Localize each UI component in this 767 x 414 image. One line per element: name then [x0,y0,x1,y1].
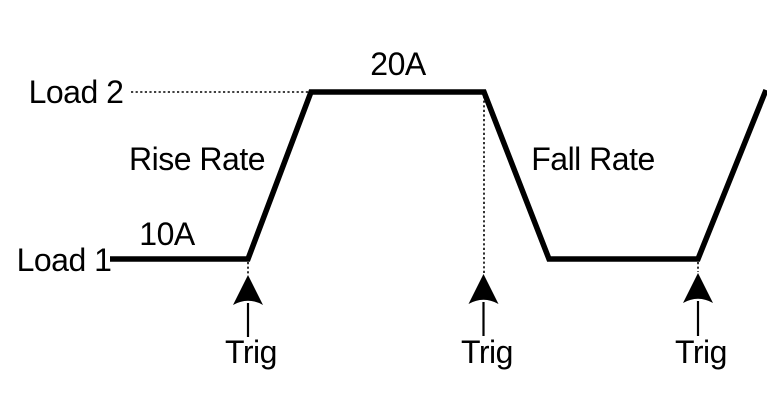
trig-label-3: Trig [675,334,727,370]
trig-arrow-1-head-icon [233,275,263,305]
current-waveform-line [110,88,767,262]
trig-arrow-2-head-icon [468,274,499,304]
trig-arrow-3-head-icon [683,273,713,303]
fall-rate-label: Fall Rate [531,141,655,177]
trig-label-2: Trig [461,334,513,370]
rise-rate-label: Rise Rate [129,141,266,177]
trig-label-1: Trig [225,334,277,370]
load2-label: Load 2 [28,74,124,110]
trig-arrow-3 [683,273,713,336]
high-current-value-label: 20A [370,46,426,82]
trig-arrow-2 [468,274,499,336]
low-current-value-label: 10A [139,216,195,252]
load1-label: Load 1 [16,242,112,278]
trig-arrow-1 [233,275,263,337]
